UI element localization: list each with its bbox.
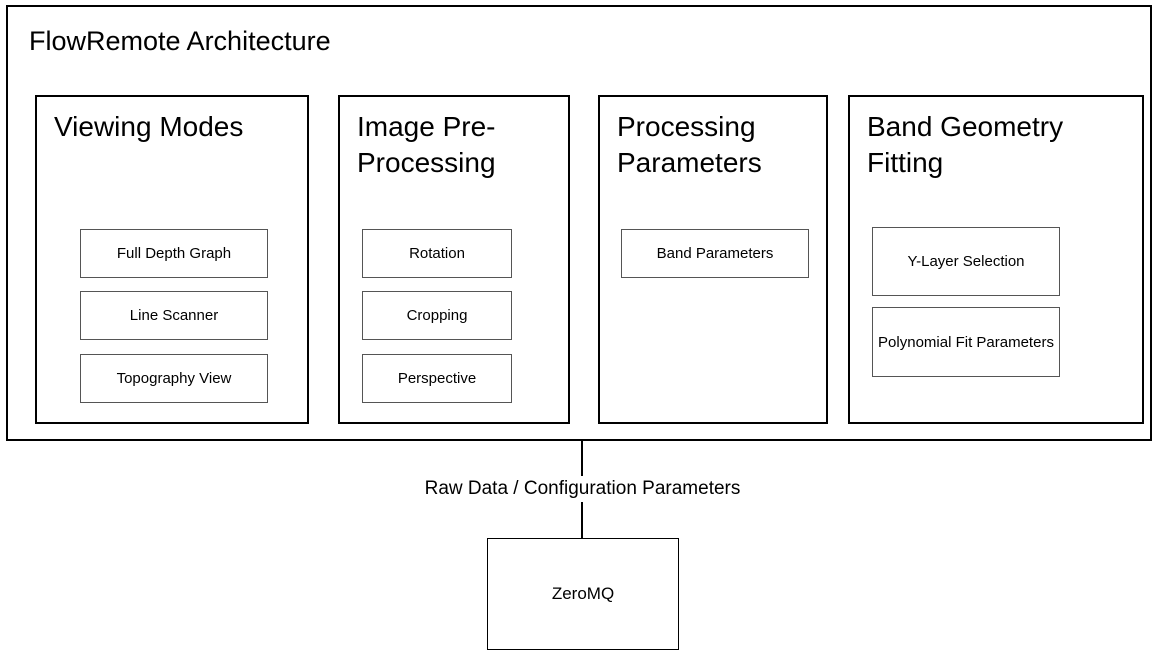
connector-label: Raw Data / Configuration Parameters xyxy=(424,478,741,499)
page-title: FlowRemote Architecture xyxy=(29,26,331,56)
group-title: Image Pre-Processing xyxy=(357,111,496,178)
group-title: Processing Parameters xyxy=(617,111,762,178)
flowremote-container: FlowRemote Architecture Viewing Modes Fu… xyxy=(6,5,1152,441)
group-band-geometry-fitting: Band Geometry Fitting Y-Layer Selection … xyxy=(848,95,1144,424)
group-image-pre-processing: Image Pre-Processing Rotation Cropping P… xyxy=(338,95,570,424)
item-topography-view[interactable]: Topography View xyxy=(80,354,268,403)
item-band-parameters[interactable]: Band Parameters xyxy=(621,229,809,278)
connector-line-lower xyxy=(581,502,583,539)
group-title: Band Geometry Fitting xyxy=(867,111,1064,178)
node-zeromq[interactable]: ZeroMQ xyxy=(487,538,679,650)
item-full-depth-graph[interactable]: Full Depth Graph xyxy=(80,229,268,278)
group-title: Viewing Modes xyxy=(54,111,244,142)
group-viewing-modes: Viewing Modes Full Depth Graph Line Scan… xyxy=(35,95,309,424)
group-processing-parameters: Processing Parameters Band Parameters xyxy=(598,95,828,424)
item-perspective[interactable]: Perspective xyxy=(362,354,512,403)
connector-line-upper xyxy=(581,441,583,476)
item-cropping[interactable]: Cropping xyxy=(362,291,512,340)
item-polynomial-fit-parameters[interactable]: Polynomial Fit Parameters xyxy=(872,307,1060,377)
item-y-layer-selection[interactable]: Y-Layer Selection xyxy=(872,227,1060,296)
item-line-scanner[interactable]: Line Scanner xyxy=(80,291,268,340)
item-rotation[interactable]: Rotation xyxy=(362,229,512,278)
